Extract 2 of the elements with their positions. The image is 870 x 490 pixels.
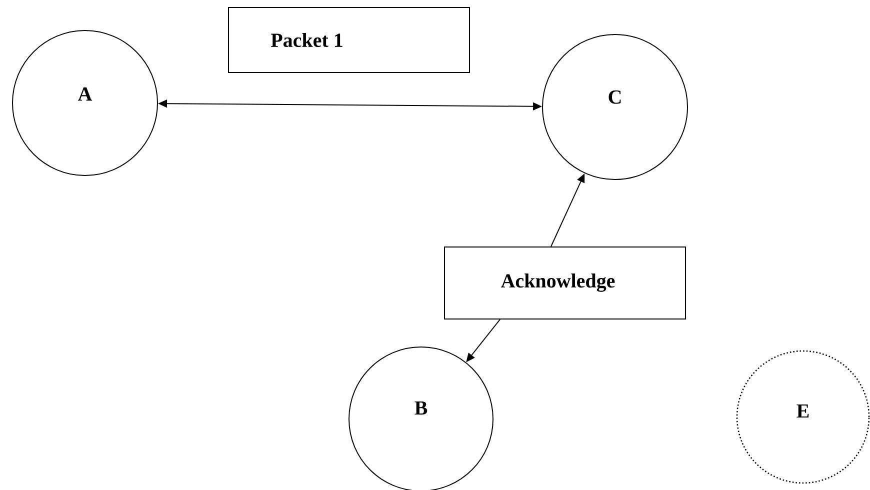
packet-box: Packet 1: [228, 7, 470, 73]
message-box: Acknowledge: [444, 246, 686, 320]
